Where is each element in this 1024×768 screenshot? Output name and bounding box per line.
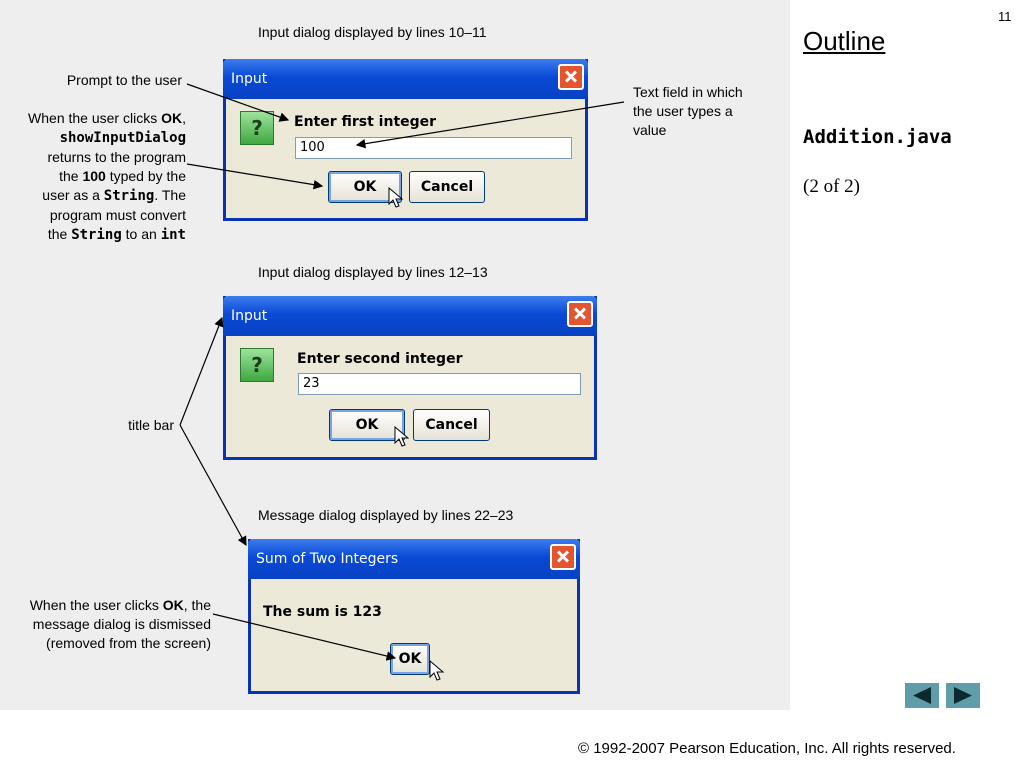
previous-slide-button[interactable] [905, 683, 939, 708]
arrow-title-bar-1 [179, 316, 224, 426]
note-prompt: Prompt to the user [66, 72, 182, 88]
prompt-label: Enter first integer [294, 114, 437, 130]
caption-dialog1: Input dialog displayed by lines 10–11 [258, 24, 487, 40]
dialog-title-bar[interactable]: Sum of Two Integers [248, 539, 580, 579]
note-title-bar: title bar [128, 417, 174, 433]
cancel-button[interactable]: Cancel [409, 171, 485, 203]
copyright-footer: © 1992-2007 Pearson Education, Inc. All … [578, 740, 956, 757]
dialog-title: Input [231, 71, 268, 87]
caption-dialog3: Message dialog displayed by lines 22–23 [258, 507, 514, 523]
mouse-pointer-icon [394, 426, 410, 447]
sum-message: The sum is 123 [263, 604, 382, 620]
prompt-label: Enter second integer [297, 351, 463, 367]
input-dialog-first: Input ? Enter first integer 100 OK Cance… [223, 59, 588, 221]
input-dialog-second: Input ? Enter second integer 23 OK Cance… [223, 296, 597, 460]
page-indicator: (2 of 2) [803, 176, 860, 197]
close-icon[interactable] [558, 64, 584, 90]
arrow-dismissed [212, 613, 397, 661]
question-icon: ? [240, 348, 274, 382]
arrow-prompt [186, 83, 290, 122]
note-dismissed: When the user clicks OK, the message dia… [29, 597, 211, 651]
page-number: 11 [998, 9, 1012, 24]
arrow-ok-clicked [186, 163, 324, 190]
annotation-arrows [179, 83, 625, 661]
next-slide-button[interactable] [946, 683, 980, 708]
question-icon: ? [240, 111, 274, 145]
mouse-pointer-icon [429, 660, 445, 681]
message-dialog-sum: Sum of Two Integers The sum is 123 OK [248, 539, 580, 694]
integer-input[interactable]: 23 [298, 373, 581, 395]
caption-dialog2: Input dialog displayed by lines 12–13 [258, 264, 488, 280]
outline-sidebar [790, 0, 1024, 710]
dialog-title: Input [231, 308, 268, 324]
note-text-field: Text field in which the user types a val… [633, 84, 743, 138]
arrow-text-field [355, 101, 625, 149]
cancel-button[interactable]: Cancel [413, 409, 490, 441]
file-name: Addition.java [803, 126, 952, 148]
dialog-title-bar[interactable]: Input [223, 59, 588, 99]
ok-button[interactable]: OK [329, 409, 405, 441]
triangle-left-icon [913, 687, 931, 704]
dialog-title-bar[interactable]: Input [223, 296, 597, 336]
mouse-pointer-icon [388, 187, 404, 208]
arrow-title-bar-2 [179, 424, 247, 547]
note-ok-clicked: When the user clicks OK, showInputDialog… [28, 110, 186, 243]
close-icon[interactable] [567, 301, 593, 327]
dialog-title: Sum of Two Integers [256, 551, 399, 567]
close-icon[interactable] [550, 544, 576, 570]
ok-button[interactable]: OK [390, 643, 430, 675]
triangle-right-icon [954, 687, 972, 704]
outline-title[interactable]: Outline [803, 26, 886, 56]
